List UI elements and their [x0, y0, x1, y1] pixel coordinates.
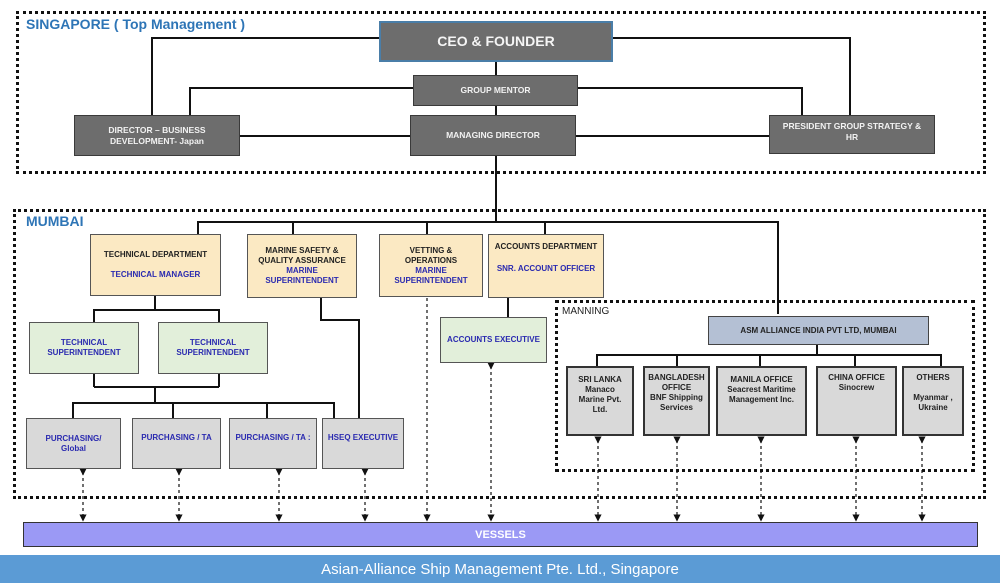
technical-department-box[interactable]: TECHNICAL DEPARTMENT TECHNICAL MANAGER: [90, 234, 221, 296]
bangladesh-line-2: OFFICE: [661, 383, 692, 392]
manning-zone-label: MANNING: [562, 306, 610, 317]
bangladesh-line-4: Services: [660, 403, 693, 412]
director-bd-line-1: DIRECTOR – BUSINESS: [108, 124, 206, 135]
marine-safety-box[interactable]: MARINE SAFETY & QUALITY ASSURANCE MARINE…: [247, 234, 357, 298]
hseq-executive-label: HSEQ EXECUTIVE: [327, 433, 399, 442]
tech-super-2-line-2: SUPERINTENDENT: [176, 348, 250, 357]
purchasing-ta-2-label: PURCHASING / TA :: [235, 433, 311, 442]
hseq-executive-box[interactable]: HSEQ EXECUTIVE: [322, 418, 404, 469]
vessels-label: VESSELS: [475, 528, 526, 541]
others-line-3: Myanmar ,: [913, 393, 953, 402]
accounts-department-box[interactable]: ACCOUNTS DEPARTMENT SNR. ACCOUNT OFFICER: [488, 234, 604, 298]
mumbai-zone: [13, 209, 986, 499]
vetting-title-1: VETTING &: [409, 245, 453, 255]
vetting-role-1: MARINE: [415, 265, 447, 275]
manila-line-1: MANILA OFFICE: [730, 375, 793, 384]
others-line-4: Ukraine: [918, 403, 948, 412]
managing-director-label: MANAGING DIRECTOR: [446, 130, 540, 141]
others-line-1: OTHERS: [916, 373, 950, 382]
snr-account-officer-label: SNR. ACCOUNT OFFICER: [496, 264, 596, 273]
purchasing-global-box[interactable]: PURCHASING/ Global: [26, 418, 121, 469]
technical-superintendent-2-box[interactable]: TECHNICAL SUPERINTENDENT: [158, 322, 268, 374]
vetting-role-2: SUPERINTENDENT: [394, 275, 468, 285]
director-business-development-box[interactable]: DIRECTOR – BUSINESS DEVELOPMENT- Japan: [74, 115, 240, 156]
office-china-box[interactable]: CHINA OFFICE Sinocrew: [816, 366, 897, 436]
office-sri-lanka-box[interactable]: SRI LANKA Manaco Marine Pvt. Ltd.: [566, 366, 634, 436]
president-group-strategy-box[interactable]: PRESIDENT GROUP STRATEGY & HR: [769, 115, 935, 154]
group-mentor-label: GROUP MENTOR: [460, 85, 531, 96]
tech-super-1-line-2: SUPERINTENDENT: [47, 348, 121, 357]
asm-alliance-label: ASM ALLIANCE INDIA PVT LTD, MUMBAI: [740, 325, 897, 335]
accounts-executive-label: ACCOUNTS EXECUTIVE: [447, 335, 540, 344]
ceo-founder-label: CEO & FOUNDER: [437, 32, 555, 49]
vessels-bar[interactable]: VESSELS: [23, 522, 978, 547]
marine-safety-role-1: MARINE: [286, 266, 318, 275]
office-others-box[interactable]: OTHERS Myanmar , Ukraine: [902, 366, 964, 436]
manning-zone: [555, 300, 975, 472]
purchasing-ta-1-box[interactable]: PURCHASING / TA: [132, 418, 221, 469]
sri-lanka-line-4: Ltd.: [592, 405, 608, 414]
china-line-2: Sinocrew: [838, 383, 875, 392]
managing-director-box[interactable]: MANAGING DIRECTOR: [410, 115, 576, 156]
bangladesh-line-3: BNF Shipping: [650, 393, 703, 402]
tech-super-1-line-1: TECHNICAL: [60, 338, 108, 347]
accounts-department-title: ACCOUNTS DEPARTMENT: [494, 242, 598, 251]
footer-banner: Asian-Alliance Ship Management Pte. Ltd.…: [0, 555, 1000, 583]
purchasing-ta-2-box[interactable]: PURCHASING / TA :: [229, 418, 317, 469]
mumbai-zone-label: MUMBAI: [26, 213, 84, 229]
marine-safety-title-2: QUALITY ASSURANCE: [258, 256, 346, 265]
manila-line-3: Management Inc.: [729, 395, 794, 404]
manila-line-2: Seacrest Maritime: [727, 385, 796, 394]
purchasing-global-line-2: Global: [61, 443, 86, 453]
marine-safety-role-2: SUPERINTENDENT: [265, 276, 339, 285]
footer-company-name: Asian-Alliance Ship Management Pte. Ltd.…: [321, 560, 679, 578]
singapore-zone: [16, 11, 986, 174]
vetting-operations-box[interactable]: VETTING & OPERATIONS MARINE SUPERINTENDE…: [379, 234, 483, 297]
president-line-1: PRESIDENT GROUP STRATEGY &: [782, 121, 922, 131]
vetting-title-2: OPERATIONS: [404, 255, 458, 265]
technical-superintendent-1-box[interactable]: TECHNICAL SUPERINTENDENT: [29, 322, 139, 374]
president-line-2: HR: [845, 131, 859, 142]
sri-lanka-line-2: Manaco: [585, 385, 615, 394]
singapore-zone-label: SINGAPORE ( Top Management ): [26, 16, 246, 32]
sri-lanka-line-3: Marine Pvt.: [578, 395, 622, 404]
bangladesh-line-1: BANGLADESH: [648, 373, 705, 382]
china-line-1: CHINA OFFICE: [828, 373, 885, 382]
technical-manager-label: TECHNICAL MANAGER: [110, 270, 201, 279]
tech-super-2-line-1: TECHNICAL: [189, 338, 237, 347]
director-bd-line-2: DEVELOPMENT- Japan: [110, 135, 204, 146]
technical-department-title: TECHNICAL DEPARTMENT: [103, 250, 208, 259]
office-bangladesh-box[interactable]: BANGLADESH OFFICE BNF Shipping Services: [643, 366, 710, 436]
group-mentor-box[interactable]: GROUP MENTOR: [413, 75, 578, 106]
purchasing-ta-1-label: PURCHASING / TA: [141, 433, 212, 442]
ceo-founder-box[interactable]: CEO & FOUNDER: [379, 21, 613, 62]
accounts-executive-box[interactable]: ACCOUNTS EXECUTIVE: [440, 317, 547, 363]
marine-safety-title-1: MARINE SAFETY &: [265, 246, 339, 255]
asm-alliance-india-box[interactable]: ASM ALLIANCE INDIA PVT LTD, MUMBAI: [708, 316, 929, 345]
sri-lanka-line-1: SRI LANKA: [578, 375, 622, 384]
purchasing-global-line-1: PURCHASING/: [45, 433, 102, 443]
office-manila-box[interactable]: MANILA OFFICE Seacrest Maritime Manageme…: [716, 366, 807, 436]
